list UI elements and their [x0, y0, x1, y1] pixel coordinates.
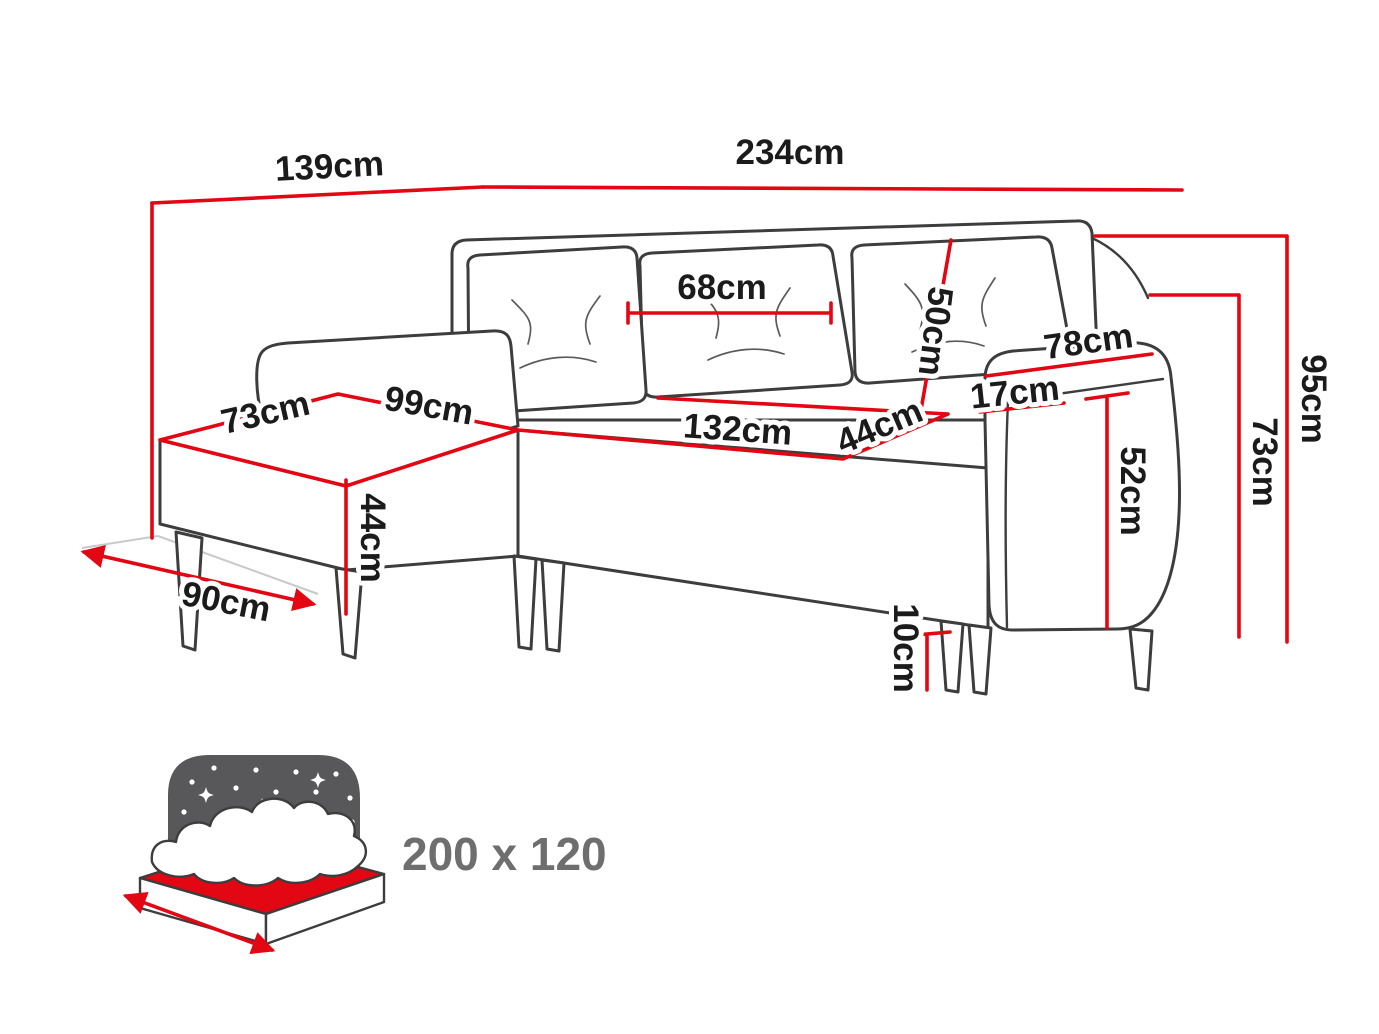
armrest-edges: [1004, 377, 1165, 629]
sofa-leg: [334, 566, 364, 660]
dimension-line-139: [150, 185, 485, 205]
dim-label-armrest-height: 73cm: [1245, 417, 1284, 507]
dim-label-chaise-height: 44cm: [353, 493, 392, 583]
floor-line: [81, 535, 159, 549]
bedding-blanket: [150, 797, 367, 887]
backrest-armrest-junction: [1090, 236, 1150, 300]
sofa-front-face: [516, 428, 990, 630]
dimension-line-10: [902, 630, 952, 692]
sofa-leg: [512, 554, 538, 651]
sofa-outline-drawing: [158, 219, 1182, 696]
cushion-tuft-creases: [904, 277, 996, 353]
dimension-lines: [80, 185, 1289, 692]
dimension-line-68: [626, 301, 833, 325]
back-cushion-middle: [638, 243, 854, 399]
dim-label-leg-height: 10cm: [886, 603, 925, 693]
dimension-line-95: [1093, 234, 1289, 644]
dim-label-width-total: 234cm: [736, 133, 845, 172]
sofa-leg: [967, 623, 993, 696]
star-sparkles: [198, 772, 326, 860]
dimension-arrow-90: [80, 544, 317, 612]
armrest-right: [983, 341, 1182, 632]
dimension-line-17: [978, 401, 1066, 414]
dimension-line-73-right: [1148, 293, 1241, 639]
cushion-tuft-creases: [511, 295, 601, 369]
sofa-bed-night-icon: [122, 755, 386, 955]
dim-label-seat-width: 132cm: [682, 406, 793, 453]
dimension-line-52: [1084, 391, 1130, 630]
sofa-leg: [540, 558, 566, 653]
dim-label-total-height: 95cm: [1294, 354, 1333, 444]
dim-label-back-cushion-width: 68cm: [677, 268, 767, 307]
dim-label-depth-total: 139cm: [274, 144, 385, 189]
dimension-line-78: [984, 352, 1154, 378]
seat-outline-lines: [158, 392, 950, 488]
bed-width-arrow: [122, 891, 276, 955]
sofa-leg: [939, 619, 965, 694]
dimension-line-234: [481, 185, 1184, 192]
sleeping-area-size-label: 200 x 120: [402, 828, 607, 880]
dimension-line-50: [917, 238, 953, 423]
star-dots: [181, 765, 355, 869]
sofa-leg: [1128, 627, 1154, 692]
dim-label-seat-height: 52cm: [1113, 446, 1152, 536]
